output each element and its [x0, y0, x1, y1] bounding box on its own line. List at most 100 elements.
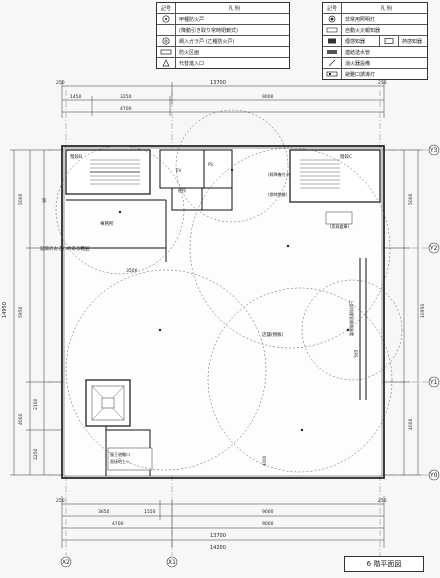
right-dimensions	[384, 149, 422, 476]
legend-item: 連結送水管	[323, 46, 427, 57]
axis-x1: X1	[168, 559, 176, 566]
dim-bottom-b: 1550	[144, 509, 156, 515]
stair-right-note2: (常時閉鎖)	[268, 191, 288, 197]
legend-label: (降動引き取り常時閉鎖式)	[179, 27, 238, 34]
dim-left-e: 2250	[33, 448, 39, 460]
outer-walls	[61, 145, 385, 479]
dim-bottom-total1: 13700	[210, 533, 226, 539]
legend-label: 消火器設備	[345, 60, 371, 67]
office-label: 事務所	[100, 220, 114, 227]
ev-label: EV	[176, 168, 182, 173]
legend-left: 記号 凡 例 甲種防火戸 (降動引き取り常時閉鎖式) 網入ガラ戸 (乙種防火戸)…	[156, 2, 290, 69]
dim-bottom-total2: 14200	[210, 545, 226, 551]
axis-y0: Y0	[429, 472, 438, 479]
dim-top-left-sub: 250	[56, 80, 65, 86]
exit-light-icon	[326, 71, 338, 77]
extinguisher-icon	[328, 59, 336, 67]
pipe-shaft-label: 上部排煙窓開閉装置	[349, 300, 355, 336]
legend-label: 避難口誘導灯	[345, 71, 376, 78]
top-dimensions	[61, 80, 385, 118]
left-stair: 階段B	[65, 149, 151, 195]
legend-item: 代替進入口	[157, 57, 289, 68]
dim-left-b: 5950	[18, 306, 24, 318]
legend-item: 甲種防火戸	[157, 13, 289, 24]
dim-bottom-e: 9000	[262, 521, 274, 527]
small-room-label: (家具倉庫)	[330, 223, 350, 229]
axis-y1: Y1	[429, 379, 438, 386]
dim-top-total: 13700	[210, 80, 226, 86]
bottom-left-note2: 直接地上へ	[110, 458, 130, 464]
right-stair: 階段C (昇降機付き) (常時閉鎖)	[268, 149, 381, 225]
elevator-shaft	[85, 379, 131, 427]
detector-dots	[118, 168, 350, 432]
dim-top-c: 9000	[262, 94, 274, 100]
legend-right-header: 記号 凡 例	[323, 3, 427, 13]
dim-right-a: 5000	[408, 193, 414, 205]
left-note: 延焼のおそれのある範囲	[40, 245, 90, 252]
eps-label: EPS	[353, 350, 358, 358]
dim-4000-label: 4000	[262, 455, 267, 466]
wired-glass-icon	[162, 37, 170, 45]
fire-door-icon	[162, 15, 170, 23]
legend-right: 記号 凡 例 非常用照明灯 自動火災報知器 煙感知器 熱感知器 連結送水管 消火…	[322, 2, 428, 80]
legend-symbol-header: 記号	[157, 3, 176, 13]
legend-item: (降動引き取り常時閉鎖式)	[157, 24, 289, 35]
axis-y2: Y2	[429, 245, 438, 252]
legend-label-header: 凡 例	[228, 5, 240, 12]
dim-top-right-sub: 250	[378, 80, 387, 86]
dim-3500-label: 3500	[126, 268, 138, 274]
lower-left-room: 屋下避難口 直接地上へ	[105, 426, 153, 476]
axis-y3: Y3	[429, 147, 438, 154]
dim-left-c: 2100	[33, 398, 39, 410]
stair-right-label: 階段C	[340, 153, 352, 160]
legend-label: 甲種防火戸	[179, 16, 205, 23]
legend-label: 自動火災報知器	[345, 27, 381, 34]
emergency-light-icon	[328, 15, 336, 23]
legend-label-header: 凡 例	[380, 5, 392, 12]
axis-x2: X2	[62, 559, 70, 566]
legend-label: 煙感知器	[345, 38, 366, 45]
legend-label: 非常用照明灯	[345, 16, 376, 23]
dim-left-d: 4000	[18, 413, 24, 425]
dim-left-a: 5000	[18, 193, 24, 205]
fire-zone-icon	[160, 49, 172, 55]
fire-alarm-icon	[326, 27, 338, 33]
dim-bottom-left-sub: 250	[56, 498, 65, 504]
drawing-title: 6 階平面図	[344, 556, 424, 572]
smoke-detector-icon	[328, 38, 336, 44]
dim-top-a: 1450	[70, 94, 82, 100]
dim-left-total: 14950	[2, 302, 8, 318]
legend-label: 防火区画	[179, 49, 200, 56]
coverage-circles	[55, 109, 403, 473]
legend-item: 網入ガラ戸 (乙種防火戸)	[157, 35, 289, 46]
dim-right-b: 10950	[420, 304, 426, 318]
stair-left-label: 階段B	[70, 153, 82, 160]
entrance-icon	[162, 59, 170, 67]
toilet-label: 便所	[178, 187, 186, 193]
legend-item: 煙感知器 熱感知器	[323, 35, 427, 46]
dim-bottom-right-sub: 250	[378, 498, 387, 504]
legend-item: 消火器設備	[323, 57, 427, 68]
legend-label: 熱感知器	[402, 38, 423, 45]
legend-item: 避難口誘導灯	[323, 68, 427, 79]
dim-top-b: 3250	[120, 94, 132, 100]
legend-label: 網入ガラ戸 (乙種防火戸)	[179, 38, 235, 45]
shaft-label: PS	[208, 162, 213, 167]
dim-bottom-d: 4700	[112, 521, 124, 527]
dim-bottom-a: 3650	[98, 509, 110, 515]
partitions	[66, 199, 367, 400]
window-label: 窓	[42, 197, 47, 204]
legend-symbol-header: 記号	[323, 3, 342, 13]
bottom-left-note1: 屋下避難口	[110, 451, 130, 457]
sprinkler-icon	[327, 50, 337, 54]
heat-detector-icon	[384, 38, 394, 44]
dim-right-c: 4000	[408, 418, 414, 430]
legend-item: 防火区画	[157, 46, 289, 57]
legend-item: 非常用照明灯	[323, 13, 427, 24]
left-dimensions	[10, 149, 62, 476]
dim-top-d: 4700	[120, 106, 132, 112]
legend-item: 自動火災報知器	[323, 24, 427, 35]
stair-right-note1: (昇降機付き)	[268, 171, 292, 177]
